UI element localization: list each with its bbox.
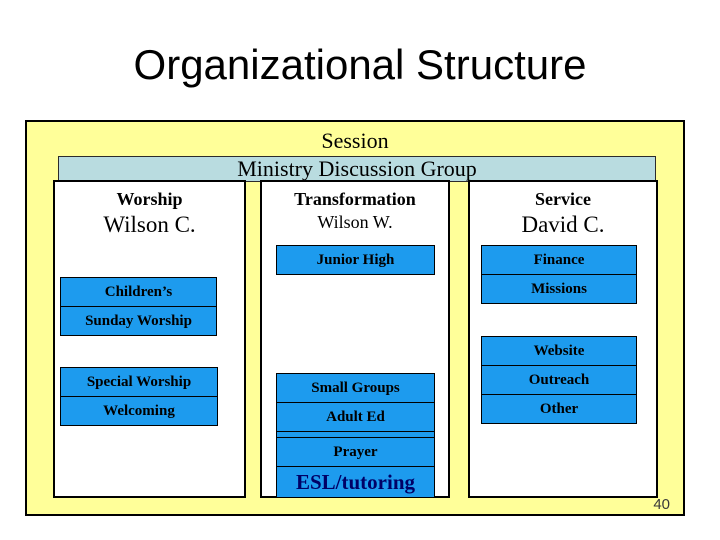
column-transformation: Transformation Wilson W. Junior High Sma… [260,180,450,498]
slide-title: Organizational Structure [133,41,587,88]
column-service-title: Service [535,189,591,209]
box-group-transformation-2: Small Groups Adult Ed Prayer ESL/tutorin… [276,373,435,498]
session-label: Session [321,128,389,153]
column-worship: Worship Wilson C. Children’s Sunday Wors… [53,180,246,498]
column-worship-title: Worship [116,189,183,209]
box-childrens: Children’s [60,277,217,307]
column-worship-leader: Wilson C. [103,211,196,237]
box-junior-high: Junior High [276,245,435,275]
column-transformation-leader: Wilson W. [317,211,393,232]
box-small-groups: Small Groups [276,373,435,403]
org-chart-panel: Session Ministry Discussion Group Worshi… [25,120,685,516]
column-service: Service David C. Finance Missions Websit… [468,180,658,498]
box-group-service-1: Finance Missions [481,245,637,304]
box-group-worship-2: Special Worship Welcoming [60,367,218,426]
box-adult-ed: Adult Ed [276,402,435,432]
box-finance: Finance [481,245,637,275]
box-group-worship-1: Children’s Sunday Worship [60,277,217,336]
box-group-service-2: Website Outreach Other [481,336,637,424]
box-welcoming: Welcoming [60,396,218,426]
box-website: Website [481,336,637,366]
box-sunday-worship: Sunday Worship [60,306,217,336]
box-other: Other [481,394,637,424]
box-esl-tutoring: ESL/tutoring [276,466,435,498]
box-special-worship: Special Worship [60,367,218,397]
box-outreach: Outreach [481,365,637,395]
page-number: 40 [653,496,670,513]
box-prayer: Prayer [276,437,435,467]
column-service-leader: David C. [521,211,605,237]
box-missions: Missions [481,274,637,304]
ministry-discussion-group-bar: Ministry Discussion Group [58,156,656,182]
box-group-transformation-1: Junior High [276,245,435,275]
column-transformation-title: Transformation [294,189,416,209]
